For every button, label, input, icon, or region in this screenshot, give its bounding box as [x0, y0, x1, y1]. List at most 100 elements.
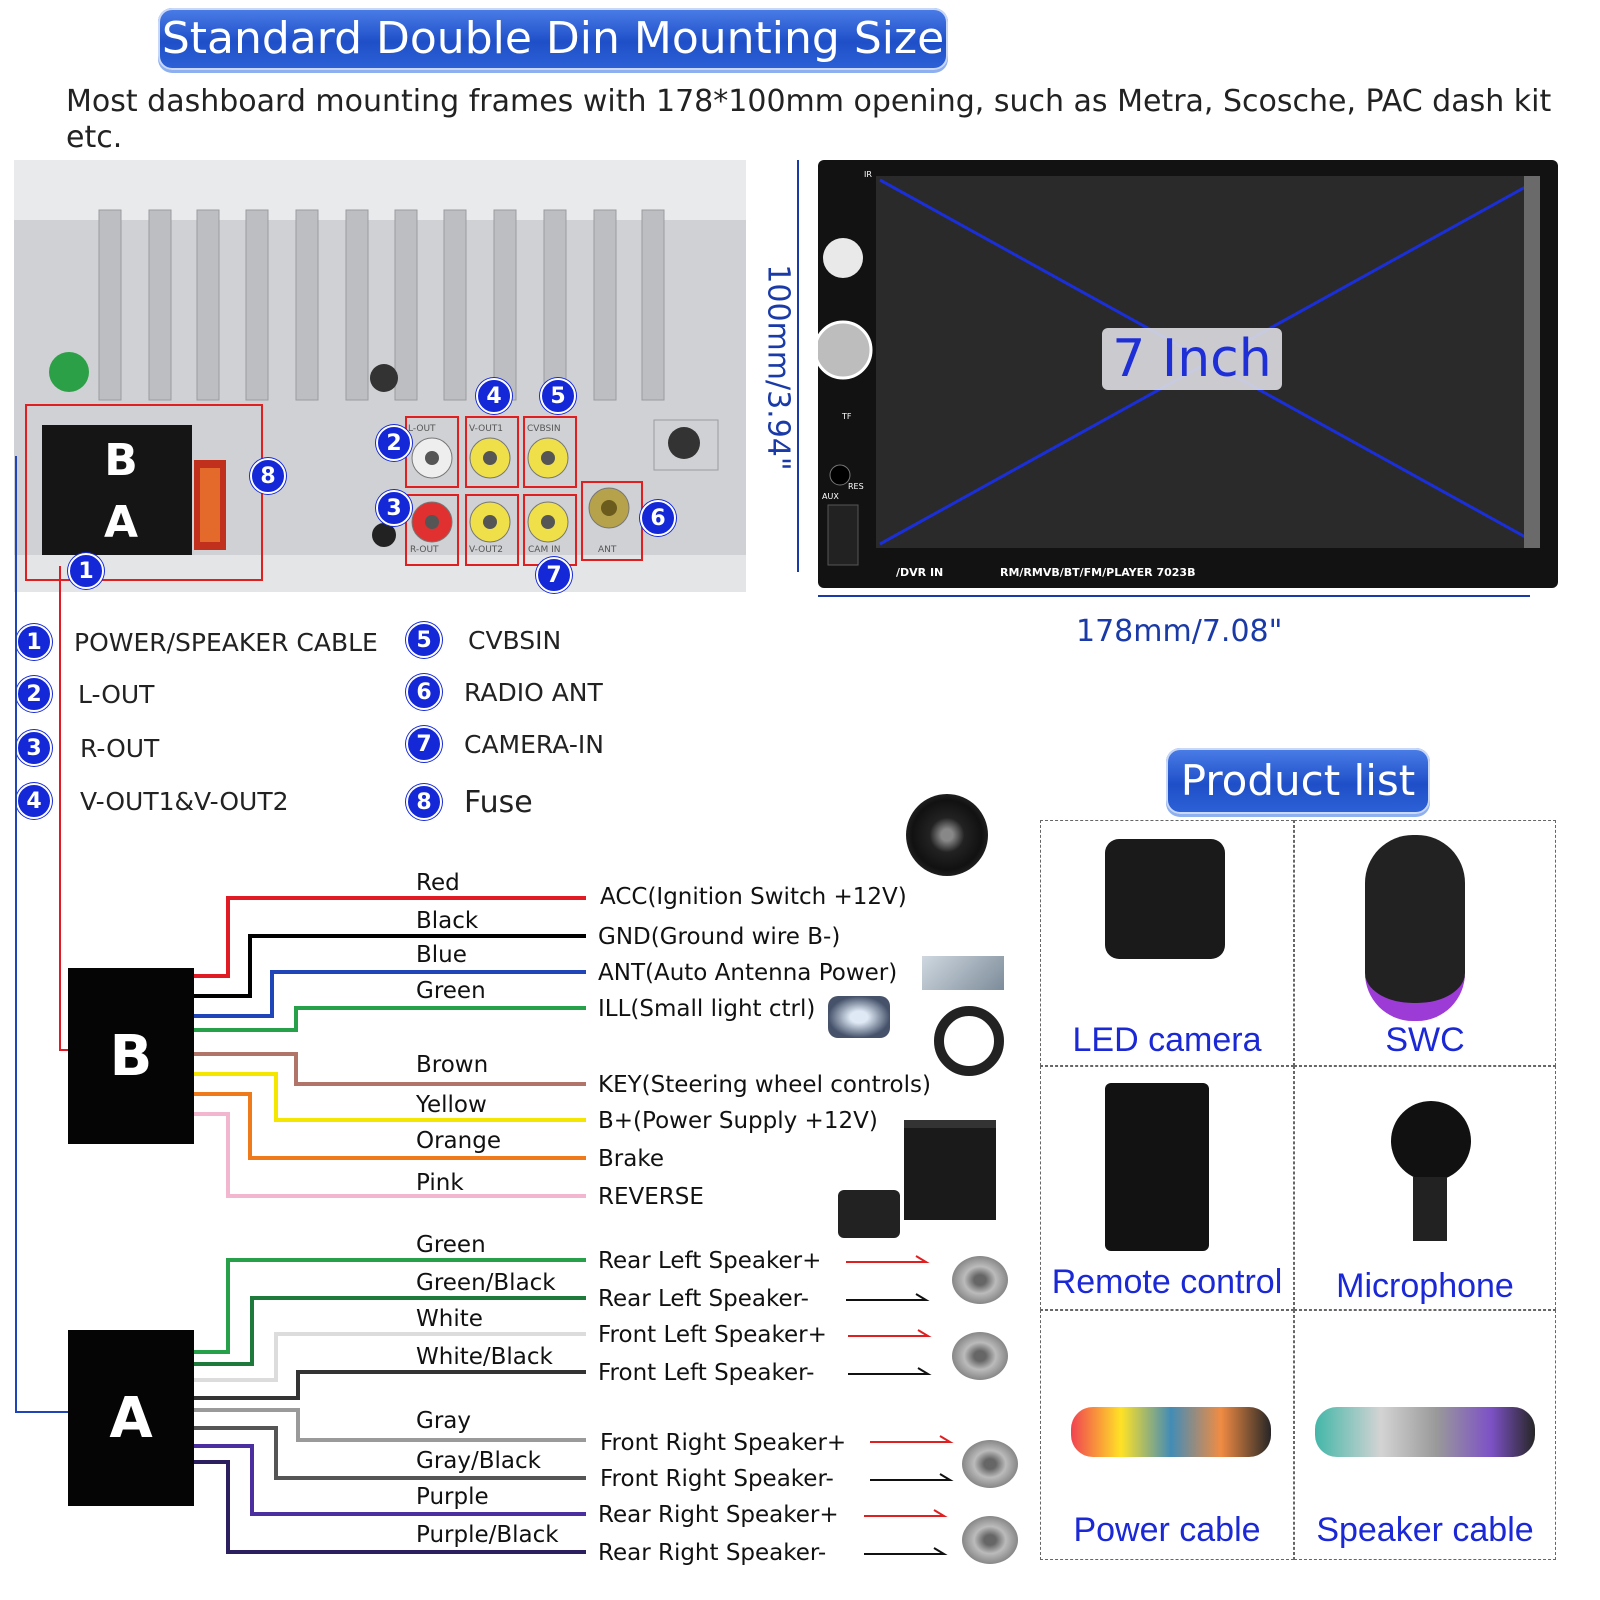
product-name: Speaker cable — [1316, 1511, 1534, 1549]
wire-b-7-label: Pink — [416, 1170, 464, 1196]
wire-a-1-label: Green/Black — [416, 1270, 556, 1296]
connector-b-block: B — [68, 968, 194, 1144]
product-name: Power cable — [1073, 1511, 1261, 1549]
speaker-icon — [952, 1256, 1008, 1304]
wire-b-5-function: B+(Power Supply +12V) — [598, 1108, 878, 1134]
product-list-banner: Product list — [1166, 748, 1430, 814]
headlight-icon — [828, 996, 890, 1038]
speaker-arrow-0 — [846, 1255, 930, 1263]
wire-a-7-line — [194, 1460, 586, 1554]
port-label-v-out2: V-OUT2 — [469, 545, 504, 555]
wire-a-0-line — [194, 1258, 586, 1354]
port-label-l-out: L-OUT — [408, 424, 436, 434]
wire-a-4-function: Front Right Speaker+ — [600, 1430, 847, 1456]
dvr-in-label: /DVR IN — [896, 566, 944, 579]
marker-6: 6 — [640, 500, 676, 536]
ir-label: IR — [864, 170, 872, 179]
wire-b-3-line — [194, 1006, 586, 1032]
battery-icon — [904, 1120, 996, 1220]
product-name: Microphone — [1336, 1267, 1514, 1305]
wire-a-7-function: Rear Right Speaker- — [598, 1540, 827, 1566]
wire-b-0-label: Red — [416, 870, 460, 896]
wire-b-0-function: ACC(Ignition Switch +12V) — [600, 884, 907, 910]
wire-a-6-line — [194, 1444, 586, 1516]
model-label: RM/RMVB/BT/FM/PLAYER 7023B — [1000, 566, 1196, 579]
product-cell-remote-control: Remote control — [1040, 1066, 1294, 1310]
wire-b-5-line — [194, 1072, 586, 1122]
front-panel-image: 7 Inch /DVR IN RM/RMVB/BT/FM/PLAYER 7023… — [813, 160, 1558, 588]
dimension-lines — [797, 160, 1530, 597]
marker-8: 8 — [250, 458, 286, 494]
wire-a-5-line — [194, 1426, 586, 1480]
tf-label: TF — [842, 412, 852, 421]
wire-b-6-line — [194, 1092, 586, 1160]
wire-b-2-label: Blue — [416, 942, 467, 968]
speaker-icon — [952, 1332, 1008, 1380]
wire-a-4-line — [194, 1408, 586, 1442]
wire-b-1-line — [194, 934, 586, 998]
wire-a-6-label: Purple — [416, 1484, 489, 1510]
wire-a-0-function: Rear Left Speaker+ — [598, 1248, 822, 1274]
wire-a-0-label: Green — [416, 1232, 486, 1258]
speaker-arrow-7 — [864, 1547, 948, 1555]
wire-b-2-line — [194, 970, 586, 1018]
rear-connector-b-label: B — [104, 434, 138, 486]
swc-image — [1365, 835, 1465, 1021]
marker-4: 4 — [476, 378, 512, 414]
antenna-icon — [922, 956, 1004, 990]
port-label-cam-in: CAM IN — [528, 545, 561, 555]
aux-label: AUX — [822, 492, 839, 501]
width-dimension: 178mm/7.08" — [1076, 614, 1283, 649]
wire-a-2-label: White — [416, 1306, 483, 1332]
wire-a-1-line — [194, 1296, 586, 1366]
speaker-arrow-4 — [870, 1435, 954, 1443]
speaker-arrow-3 — [848, 1367, 932, 1375]
product-name: SWC — [1385, 1021, 1465, 1059]
wire-b-4-function: KEY(Steering wheel controls) — [598, 1072, 931, 1098]
marker-5: 5 — [540, 378, 576, 414]
title-banner: Standard Double Din Mounting Size — [158, 8, 948, 70]
wire-b-1-function: GND(Ground wire B-) — [598, 924, 841, 950]
product-name: Remote control — [1051, 1263, 1283, 1301]
speaker-arrow-1 — [846, 1293, 930, 1301]
leader-line-b — [59, 566, 68, 1051]
wire-b-3-label: Green — [416, 978, 486, 1004]
speaker-cable-image — [1315, 1407, 1535, 1457]
led-camera-image — [1105, 839, 1225, 959]
speaker-arrow-5 — [870, 1473, 954, 1481]
wire-b-6-label: Orange — [416, 1128, 501, 1154]
wire-b-1-label: Black — [416, 908, 479, 934]
speaker-arrow-2 — [848, 1329, 932, 1337]
microphone-image — [1391, 1101, 1471, 1181]
remote-control-image — [1105, 1083, 1209, 1251]
res-label: RES — [848, 482, 864, 491]
product-name: LED camera — [1072, 1021, 1262, 1059]
rear-panel-image: B A L-OUT V-OUT1 CVBSIN R-OUT V-OUT2 CAM… — [14, 160, 746, 593]
reverse-camera-icon — [838, 1190, 900, 1238]
product-cell-speaker-cable: Speaker cable — [1294, 1310, 1556, 1560]
port-label-r-out: R-OUT — [410, 545, 439, 555]
port-label-cvbsin: CVBSIN — [527, 424, 561, 434]
speaker-arrow-6 — [864, 1509, 948, 1517]
microphone-clip — [1413, 1177, 1447, 1241]
wire-a-5-label: Gray/Black — [416, 1448, 541, 1474]
rear-connector-a-label: A — [103, 496, 139, 548]
connector-a-block: A — [68, 1330, 194, 1506]
product-cell-swc: SWC — [1294, 820, 1556, 1066]
wire-b-7-function: REVERSE — [598, 1184, 704, 1210]
product-cell-led-camera: LED camera — [1040, 820, 1294, 1066]
wire-a-4-label: Gray — [416, 1408, 471, 1434]
wire-a-2-function: Front Left Speaker+ — [598, 1322, 827, 1348]
marker-2: 2 — [376, 425, 412, 461]
wire-a-1-function: Rear Left Speaker- — [598, 1286, 809, 1312]
wire-b-3-function: ILL(Small light ctrl) — [598, 996, 816, 1022]
port-label-ant: ANT — [598, 545, 617, 555]
wire-a-3-label: White/Black — [416, 1344, 553, 1370]
marker-1: 1 — [68, 553, 104, 589]
wire-a-5-function: Front Right Speaker- — [600, 1466, 834, 1492]
